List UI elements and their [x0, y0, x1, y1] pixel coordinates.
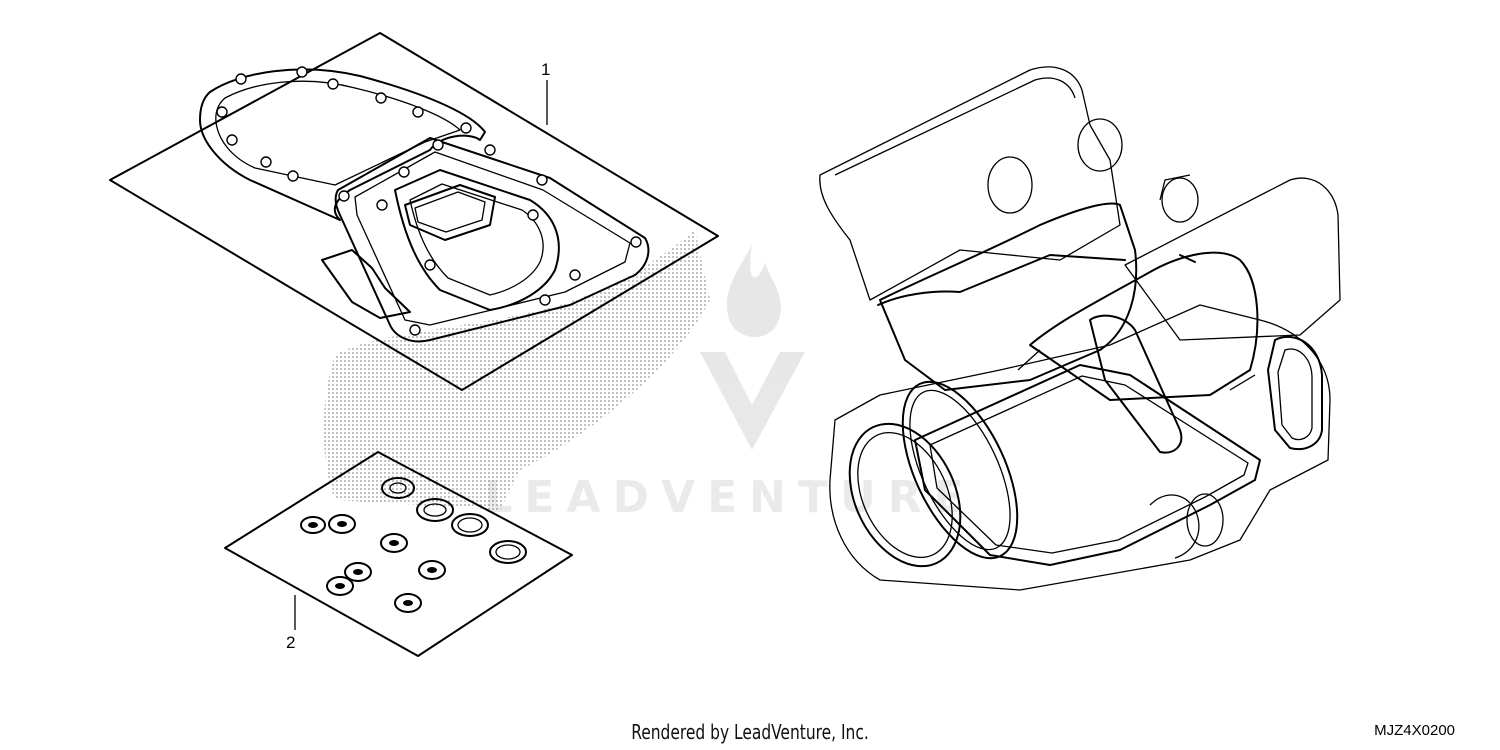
callout-1-label: 1	[541, 60, 551, 79]
watermark-text: LEADVENTURE	[484, 472, 976, 523]
kit-1-shadow	[323, 230, 710, 510]
callout-2-label: 2	[286, 633, 296, 652]
gasket-kit-2	[224, 451, 573, 657]
diagram-code: MJZ4X0200	[1374, 722, 1455, 739]
footer-credit: Rendered by LeadVenture, Inc.	[631, 720, 869, 744]
engine-illustration	[819, 66, 1341, 591]
watermark-logo-icon	[700, 245, 805, 450]
gasket-kit-1	[109, 32, 719, 391]
